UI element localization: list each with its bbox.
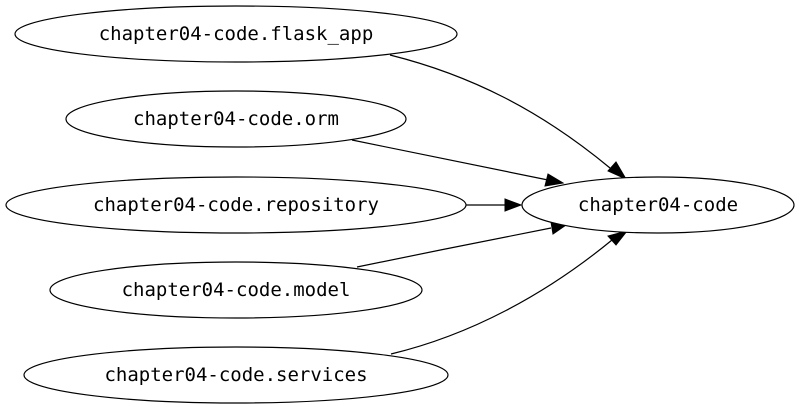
node-model-label: chapter04-code.model bbox=[122, 279, 351, 301]
node-services-label: chapter04-code.services bbox=[104, 364, 367, 386]
node-root-label: chapter04-code bbox=[578, 194, 738, 216]
edge-flask-app-to-root bbox=[389, 54, 628, 181]
edge-model-to-root bbox=[356, 221, 568, 268]
node-services-shape bbox=[23, 346, 449, 404]
edge-repository-to-root bbox=[465, 198, 523, 212]
node-root-shape bbox=[521, 176, 795, 234]
node-orm-label: chapter04-code.orm bbox=[133, 108, 339, 130]
edge-orm-to-root bbox=[351, 139, 565, 187]
node-flask-app-label: chapter04-code.flask_app bbox=[99, 23, 374, 45]
node-flask-app-shape bbox=[14, 5, 458, 63]
node-model[interactable]: chapter04-code.model bbox=[49, 261, 423, 319]
node-flask-app[interactable]: chapter04-code.flask_app bbox=[14, 5, 458, 63]
node-repository[interactable]: chapter04-code.repository bbox=[5, 176, 467, 234]
node-orm-shape bbox=[65, 90, 407, 148]
node-orm[interactable]: chapter04-code.orm bbox=[65, 90, 407, 148]
edge-services-to-root bbox=[390, 230, 629, 355]
node-services[interactable]: chapter04-code.services bbox=[23, 346, 449, 404]
node-model-shape bbox=[49, 261, 423, 319]
node-repository-label: chapter04-code.repository bbox=[93, 194, 379, 216]
node-root[interactable]: chapter04-code bbox=[521, 176, 795, 234]
node-repository-shape bbox=[5, 176, 467, 234]
